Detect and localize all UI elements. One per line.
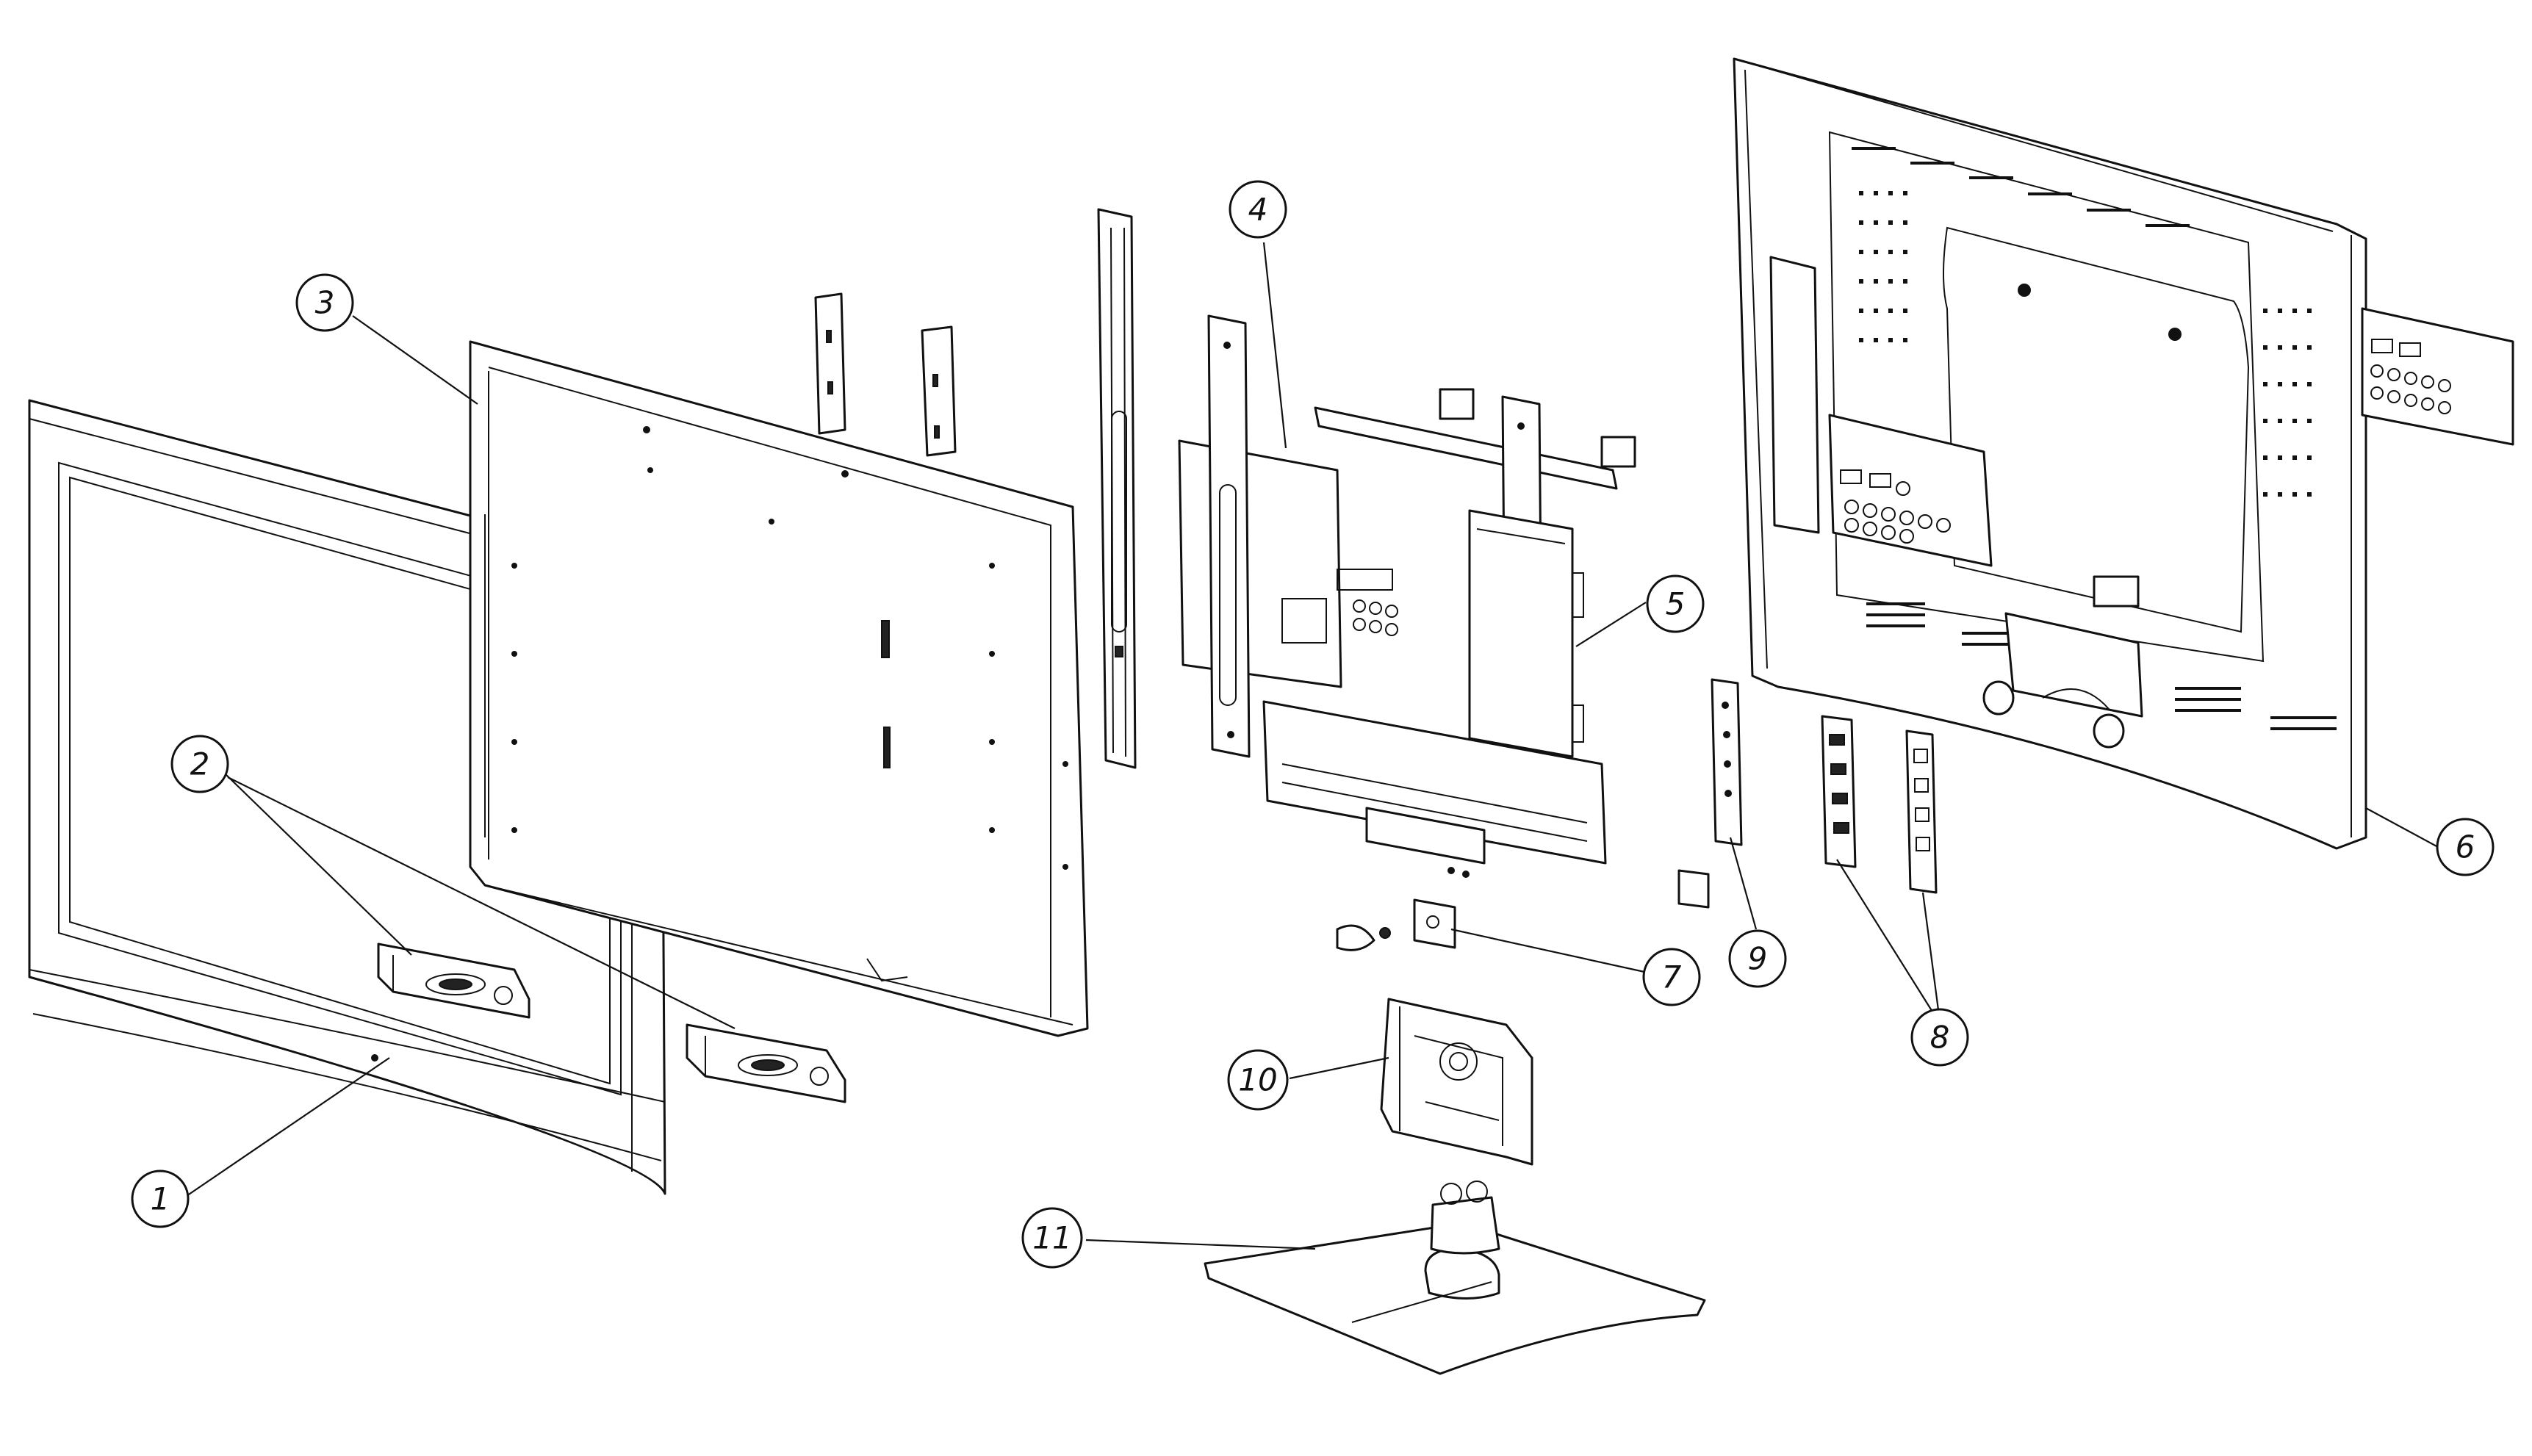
callout-10-label: 10 — [1238, 1062, 1277, 1098]
bottom-chassis-plate — [1262, 700, 1607, 878]
callout-5-label: 5 — [1666, 586, 1686, 622]
leader-11 — [1085, 1239, 1316, 1250]
stand-base — [1204, 1181, 1706, 1375]
lcd-panel-frame — [469, 340, 1089, 1037]
io-label-sticker — [2361, 307, 2514, 446]
callout-8-label: 8 — [1930, 1020, 1950, 1056]
side-rail — [1097, 208, 1137, 769]
leader-2a — [223, 772, 412, 956]
stand-neck-bracket — [1380, 998, 1533, 1166]
leader-1 — [181, 1057, 390, 1200]
callout-11-label: 11 — [1032, 1220, 1071, 1256]
callout-9-label: 9 — [1748, 941, 1768, 977]
side-bracket-b — [921, 325, 957, 457]
leader-4 — [1262, 242, 1287, 449]
callout-7: 7 — [1642, 948, 1701, 1006]
callout-6: 6 — [2436, 818, 2495, 876]
side-keypad-buttons — [1821, 715, 1938, 894]
leader-2b — [227, 776, 735, 1029]
back-cover — [1733, 57, 2367, 850]
callout-8: 8 — [1910, 1008, 1969, 1067]
leader-8a — [1836, 859, 1939, 1022]
callout-6-label: 6 — [2456, 829, 2475, 865]
leader-8b — [1921, 892, 1941, 1022]
leader-3 — [352, 315, 478, 405]
callout-10: 10 — [1227, 1049, 1289, 1111]
side-bracket-a — [814, 292, 846, 435]
callout-7-label: 7 — [1662, 959, 1682, 995]
callout-2: 2 — [170, 735, 229, 793]
callout-3: 3 — [295, 273, 354, 332]
callout-5: 5 — [1646, 574, 1705, 633]
leader-lines — [181, 242, 2439, 1250]
power-board — [1468, 509, 1584, 758]
ir-sensor-board — [1336, 898, 1456, 951]
speaker-left — [377, 943, 531, 1019]
leader-7 — [1450, 928, 1645, 973]
leader-10 — [1289, 1056, 1389, 1080]
leader-9 — [1729, 837, 1758, 930]
leader-6 — [2365, 807, 2439, 848]
callout-1-label: 1 — [151, 1181, 170, 1217]
leader-5 — [1575, 602, 1647, 647]
callout-4: 4 — [1229, 180, 1287, 239]
callout-3-label: 3 — [315, 285, 335, 321]
callout-11: 11 — [1021, 1207, 1083, 1269]
callout-9: 9 — [1728, 929, 1787, 988]
speaker-right — [686, 1023, 846, 1103]
callout-4-label: 4 — [1248, 192, 1268, 228]
callout-1: 1 — [131, 1170, 190, 1228]
main-bracket-left — [1207, 314, 1251, 758]
key-control-board — [1677, 678, 1743, 909]
callout-2-label: 2 — [190, 746, 210, 782]
upper-crossbar — [1314, 388, 1636, 490]
